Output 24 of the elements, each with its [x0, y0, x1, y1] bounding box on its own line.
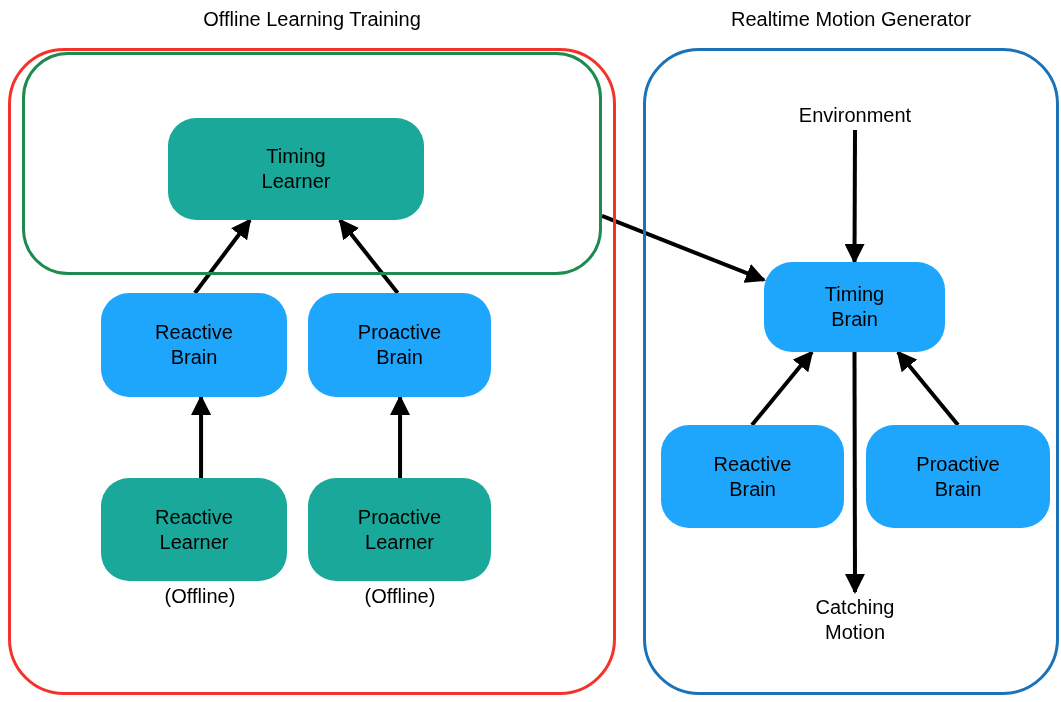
caption-text: (Offline) — [163, 584, 237, 609]
node-text: Catching Motion — [775, 592, 935, 648]
process-box: Proactive Brain — [866, 425, 1050, 528]
arrow — [844, 352, 865, 594]
group-frame — [22, 52, 602, 275]
process-box: Reactive Learner — [101, 478, 287, 581]
arrow — [193, 218, 252, 295]
node-text: Environment — [775, 100, 935, 130]
process-box: Timing Learner — [168, 118, 424, 220]
arrow — [601, 214, 766, 283]
process-box: Timing Brain — [764, 262, 945, 352]
process-box: Proactive Brain — [308, 293, 491, 397]
arrow — [191, 395, 212, 478]
panel-title: Offline Learning Training — [203, 7, 421, 32]
process-box: Proactive Learner — [308, 478, 491, 581]
arrow — [338, 218, 400, 295]
arrow — [896, 350, 960, 427]
arrow — [750, 350, 814, 427]
panel-title: Realtime Motion Generator — [730, 7, 972, 32]
process-box: Reactive Brain — [661, 425, 844, 528]
arrow — [844, 130, 865, 264]
process-box: Reactive Brain — [101, 293, 287, 397]
caption-text: (Offline) — [363, 584, 437, 609]
arrow — [390, 395, 411, 478]
